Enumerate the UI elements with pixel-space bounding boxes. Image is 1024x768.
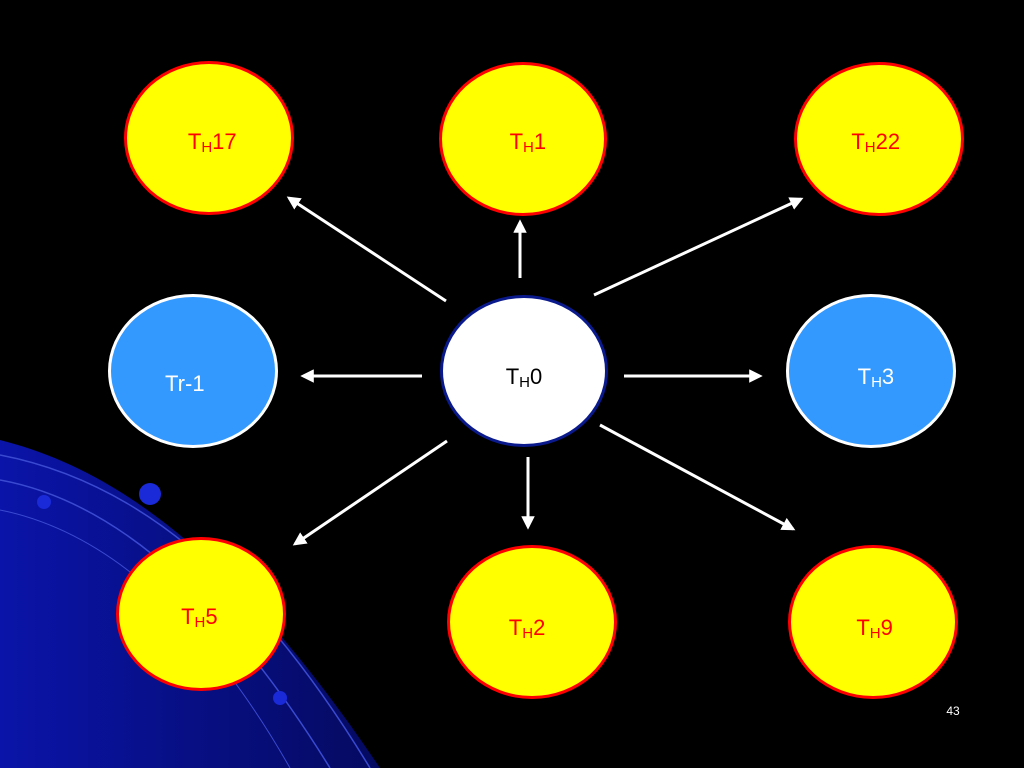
node-th17-label: TH17 xyxy=(187,129,237,157)
node-th22-label: TH22 xyxy=(851,128,901,156)
node-th22: TH22 xyxy=(794,62,964,216)
arrow-to-th5 xyxy=(292,439,448,546)
swoosh-dot xyxy=(37,495,51,509)
node-th0-label: TH0 xyxy=(505,363,543,391)
arrow-to-th9 xyxy=(599,423,796,531)
node-th3-label: TH3 xyxy=(857,363,895,391)
node-th17: TH17 xyxy=(124,61,294,215)
arrow-to-th17 xyxy=(286,196,447,303)
node-th1-label: TH1 xyxy=(509,128,547,156)
node-th5-label: TH5 xyxy=(181,603,218,631)
node-th0: TH0 xyxy=(440,295,608,447)
node-th5: TH5 xyxy=(116,537,286,691)
node-tr1: Tr-1 xyxy=(108,294,278,448)
node-th1: TH1 xyxy=(439,62,607,216)
node-th9-label: TH9 xyxy=(856,614,893,642)
node-th9: TH9 xyxy=(788,545,958,699)
swoosh-dot xyxy=(273,691,287,705)
swoosh-dot xyxy=(139,483,161,505)
node-th2: TH2 xyxy=(447,545,617,699)
node-th3: TH3 xyxy=(786,294,956,448)
arrow-to-th22 xyxy=(593,197,804,297)
page-number: 43 xyxy=(946,704,960,718)
node-th2-label: TH2 xyxy=(508,614,546,642)
node-tr1-label: Tr-1 xyxy=(165,371,205,397)
